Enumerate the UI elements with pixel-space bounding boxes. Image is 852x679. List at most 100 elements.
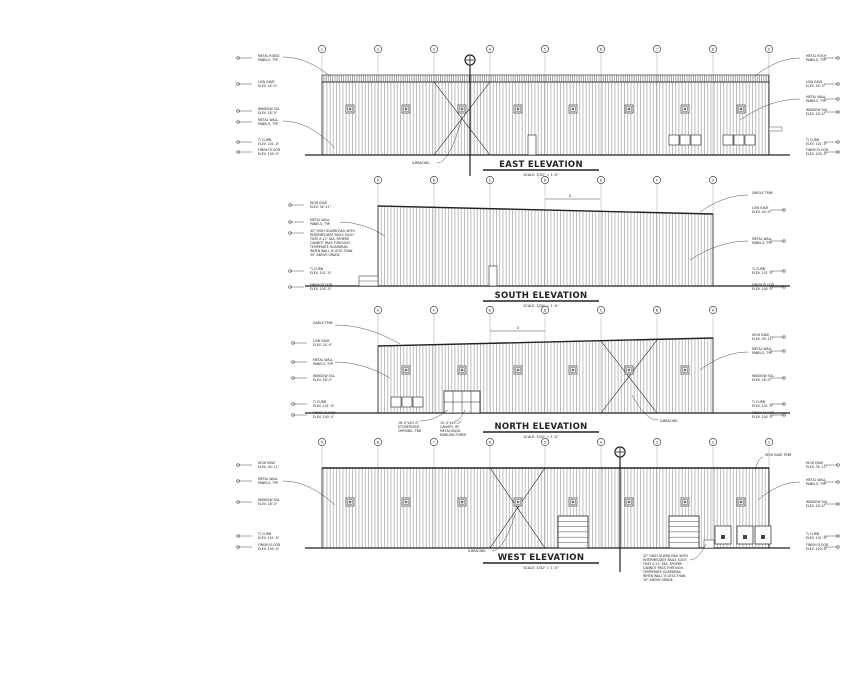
note-text: LOW EAVE <box>806 80 823 84</box>
elevation-title: WEST ELEVATION <box>498 553 585 563</box>
window-frame <box>682 367 688 373</box>
grid-bubble <box>374 45 382 53</box>
man-door <box>488 265 498 287</box>
note-text: ELEV. 101'-0" <box>806 142 828 146</box>
note-text: ELEV. 34'-11" <box>806 465 828 469</box>
window-glass <box>739 500 743 504</box>
grid-bubble <box>653 306 661 314</box>
x-bracing <box>489 467 546 549</box>
window-glass <box>460 368 464 372</box>
louver <box>668 134 680 146</box>
note-text: T/ CURB <box>751 267 765 271</box>
grid-label: G <box>712 178 715 182</box>
window-glass <box>516 500 520 504</box>
grid-label: E <box>600 178 602 182</box>
note-text: STOREFRONT <box>398 425 420 429</box>
note-text: ELEV. 100'-0" <box>752 287 774 291</box>
leader-line <box>436 117 463 164</box>
note-text: ELEV. 101'-0" <box>258 536 280 540</box>
note-text: TEMPERATE GUARDRAIL <box>642 570 681 574</box>
wall-panels <box>321 81 770 156</box>
note-text: FINISH FLOOR <box>752 411 775 415</box>
note-text: WINDOW SILL <box>806 500 828 504</box>
note-text: MANUFACTURER <box>440 433 467 437</box>
grid-label: F <box>656 178 658 182</box>
roof-trim <box>377 205 714 215</box>
grid-bubble <box>541 176 549 184</box>
window-glass <box>571 500 575 504</box>
grid-label: B <box>656 308 659 312</box>
note-text: 15'-0"x15'-0" <box>440 421 462 425</box>
dimension-text: X <box>569 194 572 198</box>
grid-bubble <box>709 176 717 184</box>
note-text: ELEV. 100'-0" <box>310 287 332 291</box>
grid-label: 6 <box>489 440 491 444</box>
equipment-meter <box>743 535 747 539</box>
window-frame <box>626 367 632 373</box>
note-text: PANELS, TYP. <box>310 222 330 226</box>
grid-bubble <box>709 438 717 446</box>
leader-line <box>699 194 749 213</box>
grid-bubble <box>430 45 438 53</box>
grid-label: 4 <box>489 47 491 51</box>
note-text: 30" ABOVE GRADE <box>643 578 673 582</box>
note-text: ELEV. 34'-11" <box>258 465 280 469</box>
grid-label: 3 <box>656 440 658 444</box>
note-text: PANELS, TYP. <box>806 58 826 62</box>
note-text: FINISH FLOOR <box>258 543 281 547</box>
dimension-text: X <box>517 326 520 330</box>
leader-line <box>699 351 749 371</box>
window-glass <box>683 500 687 504</box>
note-text: ELEV. 18'-0" <box>313 378 333 382</box>
bracing-note: X-BRACING <box>660 419 678 423</box>
note-text: METAL WALL <box>752 347 772 351</box>
grid-bubble <box>430 176 438 184</box>
window-glass <box>627 500 631 504</box>
note-text: T/ CURB <box>751 400 765 404</box>
louver <box>679 134 691 146</box>
grid-label: 8 <box>712 47 714 51</box>
grid-label: 7 <box>433 440 435 444</box>
note-text: PANELS, TYP. <box>258 481 278 485</box>
leader-line <box>334 324 401 345</box>
window-frame <box>347 499 353 505</box>
note-text: 42" HIGH GUARD RAIL WITH <box>643 554 688 558</box>
wall-panels <box>377 337 714 414</box>
window-glass <box>739 107 743 111</box>
window-frame <box>403 499 409 505</box>
note-text: ELEV. 34'-11" <box>752 337 774 341</box>
note-text: FINISH FLOOR <box>258 148 281 152</box>
louver <box>690 134 702 146</box>
louver <box>390 396 402 408</box>
grid-label: 6 <box>600 47 602 51</box>
note-text: T/ CURB <box>805 138 819 142</box>
leader-line <box>282 120 336 149</box>
note-text: FINISH FLOOR <box>806 148 829 152</box>
grid-label: 4 <box>600 440 602 444</box>
equipment-meter <box>721 535 725 539</box>
note-text: FINISH FLOOR <box>752 283 775 287</box>
note-text: ELEV. 100'-0" <box>258 547 280 551</box>
note-text: PANELS, TYP. <box>258 122 278 126</box>
window-glass <box>627 107 631 111</box>
grid-label: G <box>377 308 380 312</box>
window-frame <box>738 106 744 112</box>
note-text: ELEV. 101'-0" <box>310 271 332 275</box>
note-text: ELEV. 101'-0" <box>258 142 280 146</box>
note-text: WHEN WALL IS LESS THAN <box>643 574 686 578</box>
scale-note: SCALE: 3/32" = 1'-0" <box>523 173 559 177</box>
leader-line <box>739 98 801 121</box>
note-text: FINISH FLOOR <box>310 283 333 287</box>
window-frame <box>459 499 465 505</box>
note-text: 30" ABOVE GRADE <box>310 253 340 257</box>
grid-label: 8 <box>377 440 379 444</box>
grid-label: E <box>489 308 491 312</box>
window-glass <box>348 500 352 504</box>
leader-line <box>419 409 449 422</box>
note-text: WINDOW SILL <box>258 107 280 111</box>
note-text: HIGH EAVE <box>806 461 823 465</box>
window-glass <box>683 368 687 372</box>
